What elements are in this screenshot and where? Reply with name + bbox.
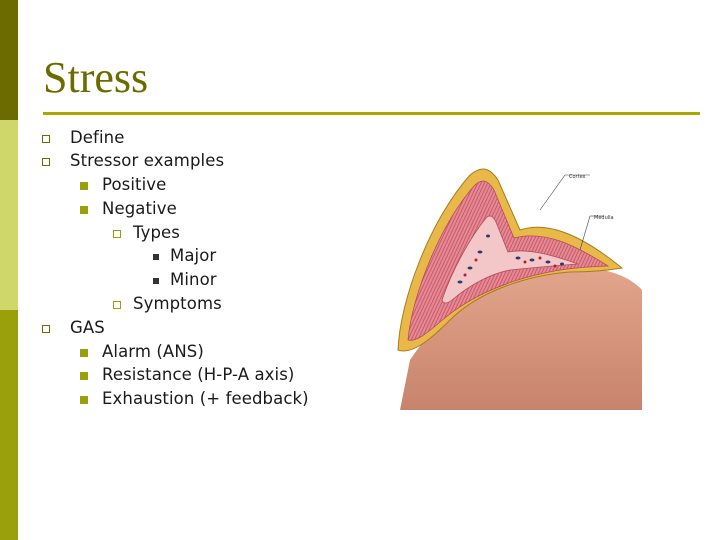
bullet-text: Types: [133, 223, 180, 242]
bullet-text: Minor: [170, 270, 217, 289]
bullet-text: Alarm (ANS): [102, 342, 204, 361]
square-bullet-icon: [42, 158, 50, 166]
bullet-text: Exhaustion (+ feedback): [102, 389, 309, 408]
filled-square-bullet-icon: [80, 372, 88, 380]
gland-medulla: [441, 215, 579, 304]
cortex-leader-line: [539, 174, 566, 211]
square-bullet-icon: [42, 325, 50, 333]
medulla-label: Medulla: [594, 215, 614, 221]
square-bullet-icon: [113, 230, 121, 238]
cortex-label: Cortex: [569, 174, 586, 180]
bullet-text: Major: [170, 246, 217, 265]
medulla-vessels: [457, 234, 564, 284]
filled-square-bullet-icon: [80, 182, 88, 190]
slide-title: Stress: [43, 53, 149, 102]
sidebar-segment-middle: [0, 120, 18, 310]
medulla-leader-line: [579, 215, 591, 251]
bullet-text: Symptoms: [133, 294, 222, 313]
bullet-outline: Define Stressor examples Positive Negati…: [42, 128, 309, 408]
sidebar-segment-bottom: [0, 310, 18, 540]
kidney-surface: [400, 267, 642, 410]
filled-square-bullet-icon: [80, 349, 88, 357]
square-bullet-icon: [113, 301, 121, 309]
bullet-text: GAS: [70, 318, 105, 337]
adrenal-gland-illustration: Cortex Medulla: [397, 168, 642, 410]
sidebar-segment-top: [0, 0, 18, 120]
bullet-text: Positive: [102, 175, 167, 194]
title-underline: [43, 112, 700, 115]
bullet-text: Define: [70, 128, 125, 147]
bullet-text: Resistance (H-P-A axis): [102, 365, 295, 384]
filled-square-bullet-icon: [80, 396, 88, 404]
small-square-bullet-icon: [153, 254, 159, 260]
bullet-text: Stressor examples: [70, 151, 225, 170]
square-bullet-icon: [42, 135, 50, 143]
bullet-text: Negative: [102, 199, 177, 218]
medulla-blood-cells: [463, 256, 557, 277]
small-square-bullet-icon: [153, 278, 159, 284]
filled-square-bullet-icon: [80, 206, 88, 214]
sidebar-accent-bar: [0, 0, 18, 540]
